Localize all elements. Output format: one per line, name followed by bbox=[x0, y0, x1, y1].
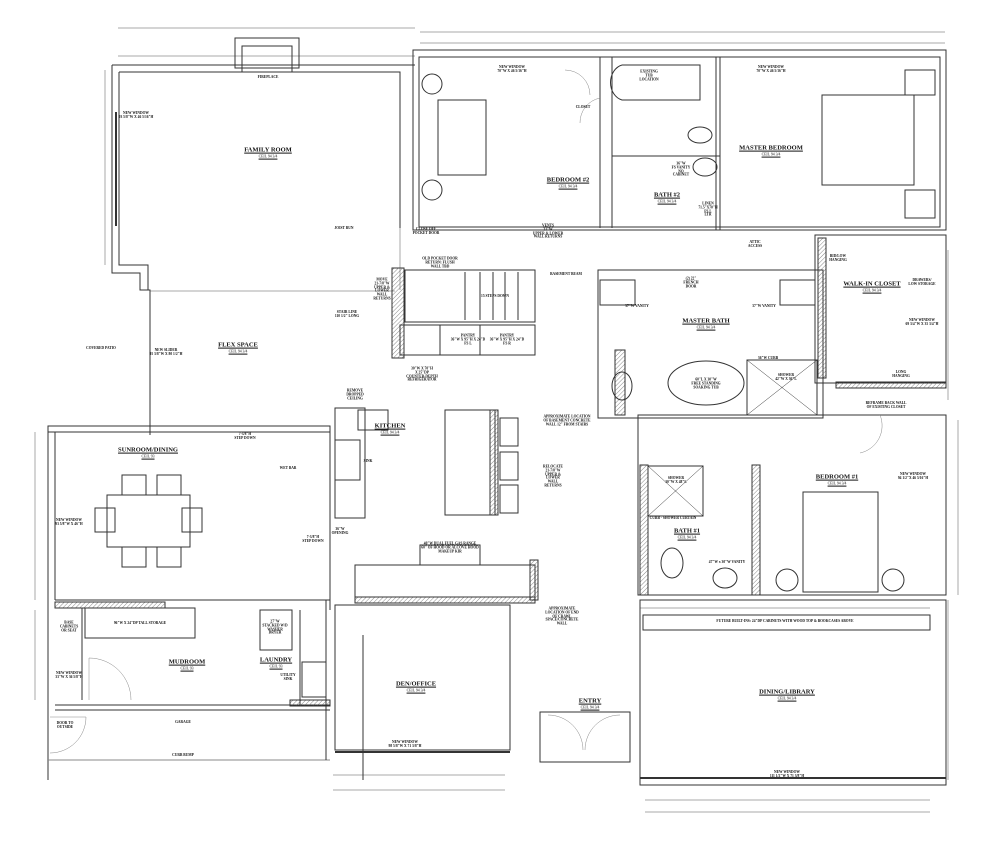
note-wet-bar: WET BAR bbox=[279, 466, 297, 471]
note-tub: 60"L X 30"W FREE STANDING SOAKING TUB bbox=[691, 377, 721, 389]
note-reframe-closet: REFRAME BACK WALL OF EXISTING CLOSET bbox=[865, 401, 907, 409]
note-master-window: NEW WINDOW 70"W X 46 5/16"H bbox=[756, 65, 786, 73]
note-existing-tub: EXISTING TUB LOCATION bbox=[639, 69, 659, 81]
note-stacked-wd: 27"W STACKED W/D WASHER DRYER bbox=[262, 619, 288, 635]
note-steps-down: 15 STEPS DOWN bbox=[481, 294, 509, 299]
note-vents: VENTS 21"W UPPER & LOWER WALL RETURNS bbox=[532, 223, 564, 239]
note-move-returns: MOVE 21-7/8"W UPPER & LOWER WALL RETURNS bbox=[373, 277, 391, 301]
note-pantry-1: PANTRY 36"W X 95"H X 24"D FS L bbox=[450, 333, 486, 345]
note-joist-run: JOIST RUN bbox=[334, 226, 354, 231]
note-closet: CLOSET bbox=[575, 105, 591, 110]
note-vanity-r: 37"W VANITY bbox=[752, 304, 776, 309]
fireplace bbox=[234, 37, 300, 69]
note-shower-1: SHOWER 30"W X 48"L bbox=[665, 476, 687, 484]
note-step-down-2: 7-3/8"H STEP DOWN bbox=[302, 535, 324, 543]
note-closet-window: NEW WINDOW 69 3/4"W X 35 3/4"H bbox=[905, 318, 939, 326]
note-attic-access: ATTIC ACCESS bbox=[747, 240, 763, 248]
note-bed2-window: NEW WINDOW 70"W X 46 5/16"H bbox=[497, 65, 527, 73]
note-vanity-1: 47"W x 30"W VANITY bbox=[708, 560, 746, 565]
note-curb-bump: CURB BUMP bbox=[172, 753, 194, 758]
note-bed1-window: NEW WINDOW 94 1/2"X 46 5/16"H bbox=[897, 472, 929, 480]
note-range: 40"W DUAL FUEL GAS RANGE 60" OF HOOD OR … bbox=[421, 541, 479, 553]
note-drawers: DRAWERS/ LOW STORAGE bbox=[908, 278, 936, 286]
note-curb-curtain: CURB - SHOWER CURTAIN bbox=[649, 516, 697, 521]
note-relocate-returns: RELOCATE 21-7/8"W UPPER & LOWER WALL RET… bbox=[543, 464, 563, 488]
note-french-door: (2) 22" FRENCH DOOR bbox=[683, 276, 699, 288]
note-door-outside: DOOR TO OUTSIDE bbox=[56, 721, 74, 729]
note-fr-window: NEW WINDOW 93 5/8"W X 46 5/16"H bbox=[118, 111, 154, 119]
note-linen: LINEN 71.5"X70"H FS L LTR bbox=[698, 201, 718, 217]
note-tall-storage: 96"W X 24"DP TALL STORAGE bbox=[113, 621, 167, 626]
note-vanity-bath2: 36"W FS VANITY NO CABINET bbox=[671, 161, 691, 177]
note-bidlow-hanging: BID/LOW HANGING bbox=[829, 254, 847, 262]
note-long-hanging: LONG HANGING bbox=[892, 370, 910, 378]
note-remove-ceiling: REMOVE DROPPED CEILING bbox=[346, 388, 364, 400]
note-basement-beam: BASEMENT BEAM bbox=[550, 272, 582, 277]
dining-table bbox=[106, 494, 191, 548]
note-sun-window: NEW WINDOW 93 5/8"W X 46"H bbox=[55, 518, 83, 526]
note-curb-36: 36"W CURB bbox=[757, 356, 779, 361]
note-refrigerator: 30"W X 70"H X 25"DP COUNTER-DEPTH REFRIG… bbox=[406, 366, 438, 382]
note-den-window: NEW WINDOW 98 5/8"W X 71 3/8"H bbox=[388, 740, 422, 748]
note-future-builtins: FUTURE BUILT-INS: 24"DP CABINETS WITH WO… bbox=[716, 619, 854, 624]
bed-2 bbox=[437, 99, 487, 176]
soaking-tub bbox=[667, 360, 745, 406]
walls bbox=[34, 27, 959, 813]
note-base-cabinets: BASE CABINETS OR SEAT bbox=[59, 620, 79, 632]
note-close-off-pocket: CLOSE OFF POCKET DOOR bbox=[412, 227, 440, 235]
note-vanity-l: 37"W VANITY bbox=[625, 304, 649, 309]
note-sink: SINK bbox=[363, 459, 373, 464]
master-bed bbox=[821, 94, 915, 186]
note-new-slider: NEW SLIDER 95 3/8"W X 80 1/2"H bbox=[149, 348, 183, 356]
note-old-pocket-door: OLD POCKET DOOR RETURN: FLUSH WALL TBD bbox=[422, 256, 458, 268]
stairs bbox=[404, 269, 536, 323]
note-garage: GARAGE bbox=[175, 720, 191, 725]
bed-1 bbox=[802, 491, 879, 593]
note-shower-master: SHOWER 42"W X 36"L bbox=[775, 373, 797, 381]
dining-chairs bbox=[94, 474, 203, 568]
note-covered-patio: COVERED PATIO bbox=[86, 346, 116, 351]
note-fireplace: FIREPLACE bbox=[257, 75, 279, 80]
note-stair-line: STAIR LINE 110 1/2" LONG bbox=[334, 310, 360, 318]
note-utility-sink: UTILITY SINK bbox=[280, 673, 296, 681]
note-mud-window: NEW WINDOW 33"W X 36 5/8"H bbox=[55, 671, 83, 679]
note-approx-crawl: APPROXIMATE LOCATION OF END OF CRAWL SPA… bbox=[545, 606, 579, 626]
note-approx-basement: APPROXIMATE LOCATION OF BASEMENT CONCRET… bbox=[543, 414, 591, 426]
note-step-down-1: 7-3/8"H STEP DOWN bbox=[234, 432, 256, 440]
note-opening: 36"W OPENING bbox=[331, 527, 349, 535]
note-pantry-2: PANTRY 36"W X 95"H X 24"D FS R bbox=[489, 333, 525, 345]
note-library-window: NEW WINDOW 111 1/2"W X 71 3/8"H bbox=[769, 770, 805, 778]
